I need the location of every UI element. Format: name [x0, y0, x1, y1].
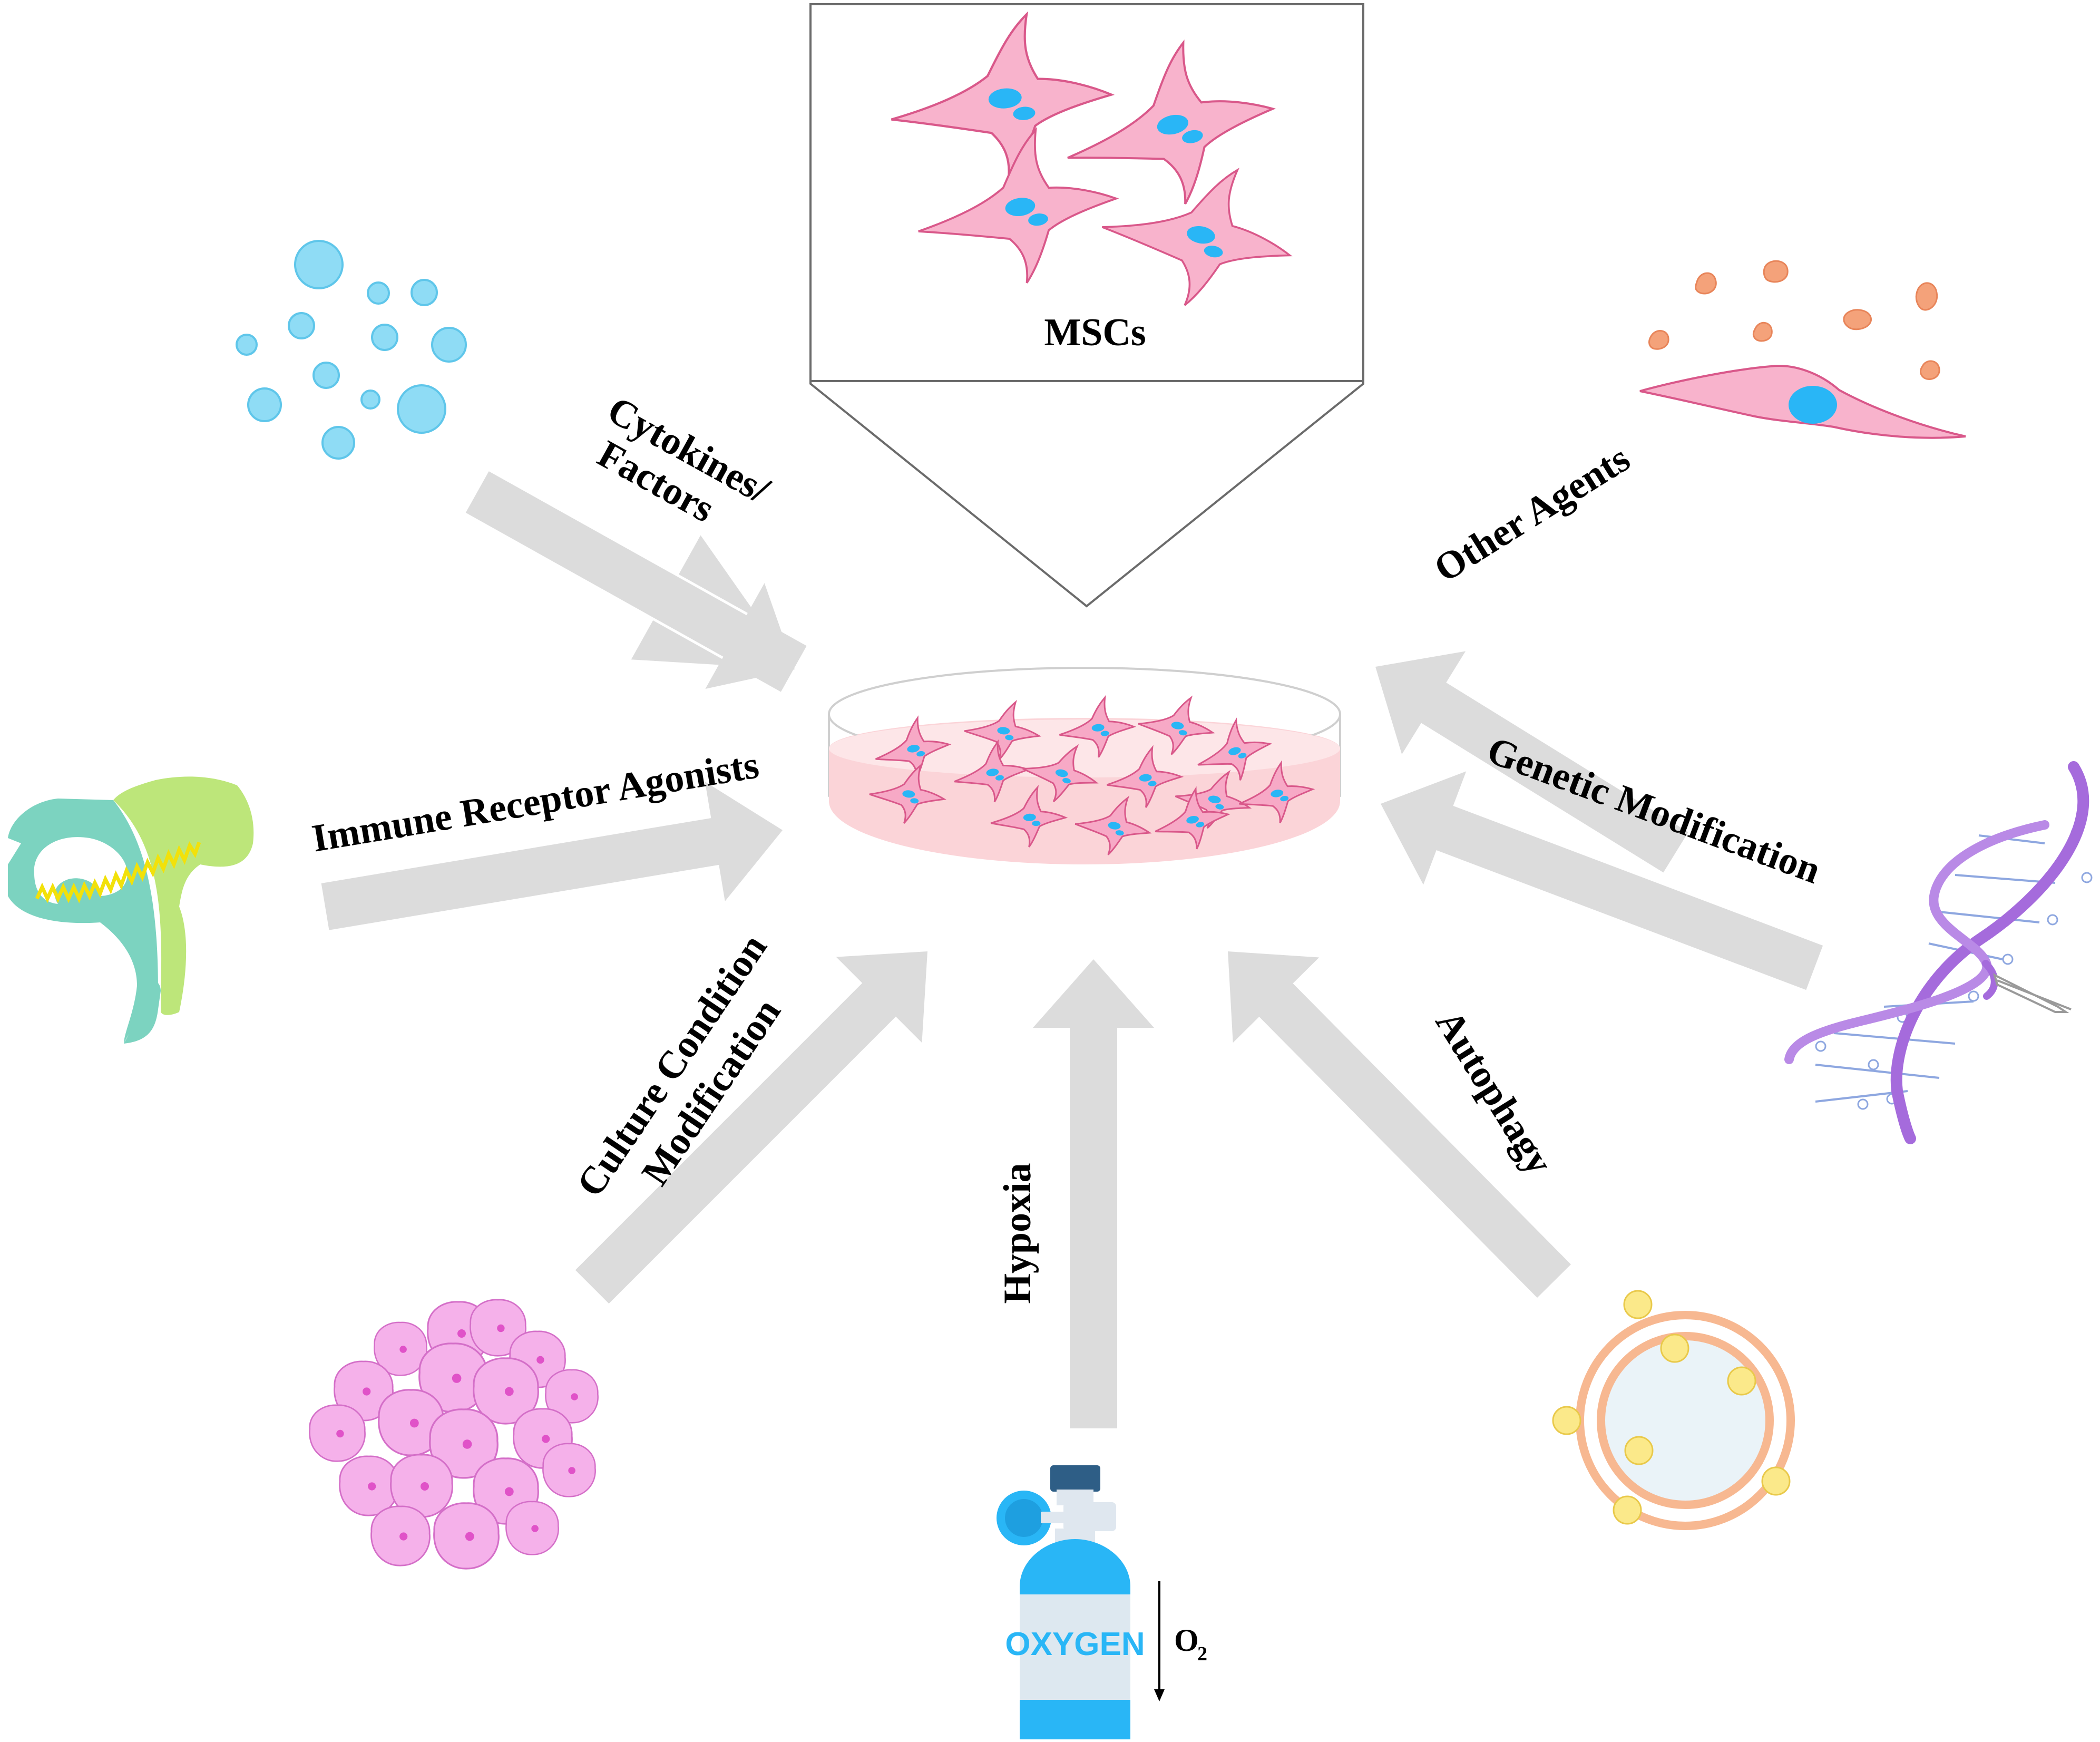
- autophagosome-illustration: [1552, 1290, 1795, 1530]
- arrow-immune-agonists: [321, 782, 783, 930]
- organoid-illustration: [309, 1299, 599, 1570]
- immune-receptor-illustration: [8, 776, 254, 1044]
- label-hypoxia: Hypoxia: [996, 1163, 1039, 1303]
- arrow-culture-condition: [575, 951, 927, 1304]
- arrow-autophagy: [1228, 951, 1571, 1298]
- oxygen-bottle-label: OXYGEN: [1005, 1626, 1145, 1662]
- arrow-other-agents: [1375, 651, 1688, 873]
- oxygen-decrease-indicator: O 2: [1154, 1581, 1207, 1701]
- oxygen-symbol: O: [1174, 1623, 1199, 1658]
- arrow-genetic-modification: [1381, 771, 1823, 990]
- dna-illustration: [1784, 761, 2093, 1144]
- culture-dish: [828, 667, 1341, 864]
- oxygen-bottle-illustration: OXYGEN: [997, 1465, 1145, 1739]
- decrease-arrow-head: [1154, 1689, 1165, 1701]
- arrows: [321, 471, 1823, 1428]
- oxygen-subscript: 2: [1197, 1643, 1207, 1665]
- label-other-agents: Other Agents: [1427, 437, 1637, 591]
- arrow-cytokines: [465, 471, 795, 689]
- cytokine-bubbles-illustration: [236, 240, 467, 460]
- other-agents-illustration: [1639, 260, 1966, 439]
- arrow-hypoxia: [1033, 959, 1154, 1428]
- msc-label: MSCs: [1044, 311, 1146, 354]
- msc-callout: MSCs: [809, 3, 1364, 608]
